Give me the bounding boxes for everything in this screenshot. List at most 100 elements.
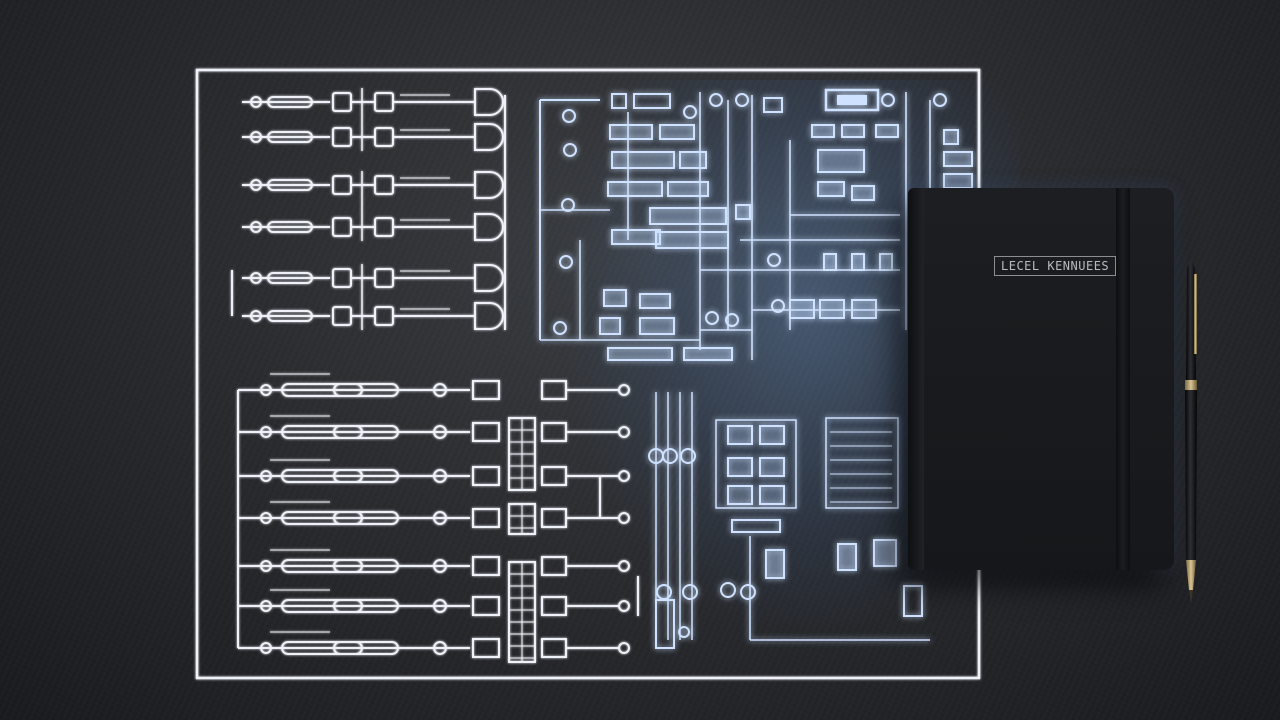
glowing-cell [817, 149, 865, 173]
coil [433, 425, 447, 439]
contact-block [472, 638, 500, 658]
glowing-cell [667, 181, 709, 197]
panel-cell [759, 485, 785, 505]
node [563, 143, 577, 157]
contact-block [472, 380, 500, 400]
node [933, 93, 947, 107]
lower-panel [715, 419, 797, 509]
terminal [260, 426, 272, 438]
terminal [250, 310, 262, 322]
glowing-cell [607, 181, 663, 197]
glowing-cell [879, 253, 893, 271]
pen-clip [1194, 274, 1197, 354]
glowing-cell [789, 299, 815, 319]
glowing-cell [817, 181, 845, 197]
glowing-cell [841, 124, 865, 138]
component-block [655, 599, 675, 649]
resistor [333, 469, 399, 483]
glowing-cell [943, 151, 973, 167]
node [767, 253, 781, 267]
glowing-cell [655, 231, 729, 249]
glowing-cell [851, 185, 875, 201]
glowing-cell [639, 293, 671, 309]
component-block [332, 217, 352, 237]
resistor [333, 425, 399, 439]
component-block [374, 217, 394, 237]
logic-gate [474, 123, 504, 151]
resistor [267, 179, 313, 191]
resistor [281, 383, 363, 397]
terminal [260, 384, 272, 396]
panel-cell [727, 425, 753, 445]
resistor [333, 511, 399, 525]
contact-block [541, 466, 567, 486]
glowing-cell [735, 204, 751, 220]
node [678, 626, 690, 638]
pen-tip [1186, 560, 1196, 590]
panel-cell [727, 485, 753, 505]
pen-cap [1186, 260, 1196, 380]
glowing-cell [609, 124, 653, 140]
glowing-cell [607, 347, 673, 361]
resistor [267, 221, 313, 233]
notebook-label: LECEL KENNUEES [994, 256, 1117, 276]
logic-gate [474, 213, 504, 241]
component-block [332, 306, 352, 326]
black-notebook: LECEL KENNUEES [908, 188, 1174, 570]
notebook-spine [908, 188, 924, 570]
resistor [281, 425, 363, 439]
glowing-cell [639, 317, 675, 335]
component-block [611, 93, 627, 109]
glowing-cell [811, 124, 835, 138]
glowing-cell [659, 124, 695, 140]
resistor [267, 96, 313, 108]
component-block [374, 127, 394, 147]
lamp [873, 539, 897, 567]
fuse [656, 584, 672, 600]
resistor [281, 641, 363, 655]
terminal [260, 512, 272, 524]
component-block [903, 585, 923, 617]
pen-ring [1185, 380, 1197, 390]
node [709, 93, 723, 107]
panel-cell [727, 457, 753, 477]
glowing-cell [875, 124, 899, 138]
glowing-cell [679, 151, 707, 169]
glowing-cell [943, 173, 973, 189]
contact-block [541, 638, 567, 658]
terminal [260, 642, 272, 654]
node [725, 313, 739, 327]
coil [433, 599, 447, 613]
glowing-cell [611, 229, 661, 245]
glowing-cell [599, 317, 621, 335]
coil [433, 641, 447, 655]
resistor [333, 383, 399, 397]
notebook-elastic-band [1116, 188, 1130, 570]
resistor [333, 599, 399, 613]
terminal [260, 600, 272, 612]
terminal [618, 600, 630, 612]
left-upper-circuits [231, 88, 506, 330]
resistor [281, 559, 363, 573]
contact-block [541, 596, 567, 616]
fuse [682, 584, 698, 600]
lamp [837, 543, 857, 571]
terminal [618, 384, 630, 396]
glowing-cell [851, 253, 865, 271]
glowing-cell [823, 253, 837, 271]
component-block [633, 93, 671, 109]
contact-block [472, 556, 500, 576]
terminal-strip [825, 417, 899, 509]
contact-block [541, 422, 567, 442]
contact-block [472, 422, 500, 442]
glowing-cell [611, 151, 675, 169]
terminal [250, 221, 262, 233]
coil [433, 469, 447, 483]
component-block [374, 92, 394, 112]
resistor [267, 310, 313, 322]
lower-circuits [237, 373, 639, 663]
coil [433, 511, 447, 525]
resistor [281, 469, 363, 483]
component-block [374, 268, 394, 288]
